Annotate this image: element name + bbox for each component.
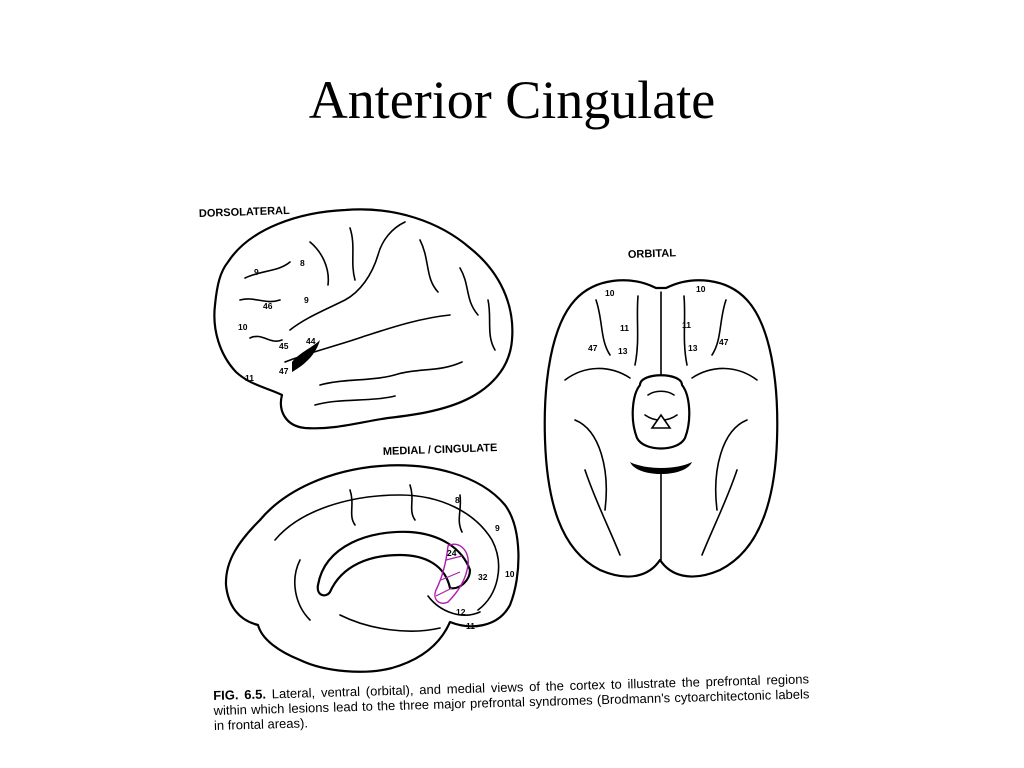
orbital-label: ORBITAL [628, 247, 677, 261]
svg-text:32: 32 [478, 572, 488, 582]
figure-caption-label: FIG. 6.5. [213, 686, 267, 703]
medial-brain [224, 464, 520, 673]
dorsolateral-area-labels: 9 8 46 9 10 44 45 47 11 [238, 258, 316, 383]
svg-text:10: 10 [605, 288, 615, 298]
svg-text:11: 11 [466, 621, 475, 631]
svg-text:11: 11 [682, 320, 691, 330]
svg-text:8: 8 [455, 495, 460, 505]
svg-text:9: 9 [495, 523, 500, 533]
slide-title: Anterior Cingulate [308, 70, 716, 130]
svg-text:45: 45 [279, 341, 289, 351]
anterior-cingulate-highlight [434, 543, 469, 604]
svg-text:11: 11 [245, 373, 254, 383]
dorsolateral-brain [213, 208, 514, 430]
svg-text:10: 10 [505, 569, 515, 579]
medial-label: MEDIAL / CINGULATE [383, 442, 498, 458]
svg-text:11: 11 [620, 323, 629, 333]
svg-text:44: 44 [306, 336, 316, 346]
svg-text:12: 12 [456, 607, 466, 617]
svg-text:47: 47 [279, 366, 289, 376]
svg-text:10: 10 [238, 322, 248, 332]
svg-text:46: 46 [263, 301, 273, 311]
svg-text:10: 10 [696, 284, 706, 294]
svg-text:47: 47 [588, 343, 598, 353]
svg-text:47: 47 [719, 337, 729, 347]
dorsolateral-label: DORSOLATERAL [199, 205, 290, 220]
svg-text:13: 13 [688, 343, 698, 353]
orbital-area-labels: 10 10 11 11 47 13 13 47 [588, 284, 729, 356]
svg-text:9: 9 [304, 295, 309, 305]
orbital-brain [543, 279, 779, 578]
medial-area-labels: 8 9 10 24 32 12 11 [447, 495, 515, 631]
svg-text:8: 8 [300, 258, 305, 268]
svg-text:9: 9 [254, 267, 259, 277]
svg-text:13: 13 [618, 346, 628, 356]
svg-text:24: 24 [447, 548, 457, 558]
